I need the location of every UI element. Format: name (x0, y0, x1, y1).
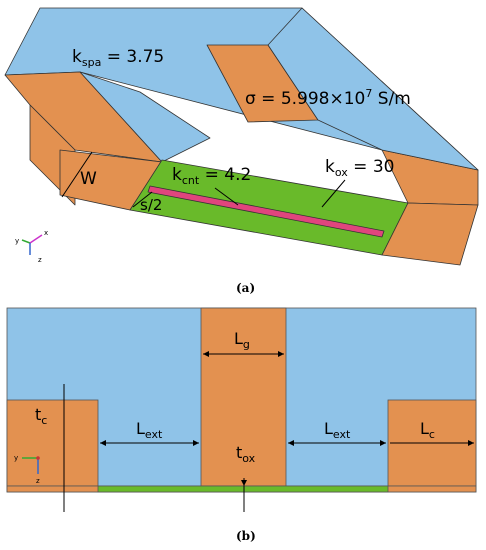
tc-label: tc (35, 405, 47, 427)
axis-y-label-b: y (14, 454, 18, 462)
axes-triad-3d: x y z (15, 229, 48, 264)
top-blue-left-band (79, 71, 211, 163)
w-dimension-arrow (61, 151, 93, 198)
top-right-blue-band (267, 7, 479, 171)
axes-triad-2d: y z (14, 454, 40, 485)
k-spa-label: kspa = 3.75 (72, 47, 164, 69)
top-left-contact-block (4, 71, 163, 163)
left-contact-region (6, 399, 99, 487)
caption-b: (b) (236, 529, 256, 543)
panel-b-labels: Lg Lext Lext Lc tc tox (35, 329, 435, 465)
lext-left-label: Lext (136, 419, 163, 441)
lext-right-label: Lext (324, 419, 351, 441)
caption-a: (a) (236, 281, 255, 295)
s-half-pointer (132, 191, 153, 208)
panel-a-3d-view (4, 7, 479, 266)
oxide-strip (97, 485, 389, 493)
axis-z-label: z (38, 256, 42, 264)
k-cnt-pointer (214, 187, 239, 206)
axis-z-label-b: z (36, 477, 40, 485)
s-half-label: s/2 (140, 196, 162, 214)
k-ox-pointer (321, 179, 346, 208)
panel-b-arrowheads (100, 351, 474, 486)
gate-region (200, 307, 287, 487)
axis-y-label: y (15, 237, 19, 245)
cnt-strip (147, 185, 385, 238)
k-cnt-label: kcnt = 4.2 (172, 165, 251, 187)
axis-x-label: x (44, 229, 48, 237)
front-right-contact (381, 202, 479, 266)
lc-label: Lc (420, 419, 435, 441)
panel-a-annotations: kspa = 3.75 σ = 5.998×107 S/m kcnt = 4.2… (61, 47, 411, 214)
lg-label: Lg (234, 329, 250, 351)
tox-label: tox (236, 443, 256, 465)
sigma-label: σ = 5.998×107 S/m (245, 87, 411, 109)
k-ox-label: kox = 30 (325, 157, 394, 179)
w-label: W (80, 169, 97, 189)
